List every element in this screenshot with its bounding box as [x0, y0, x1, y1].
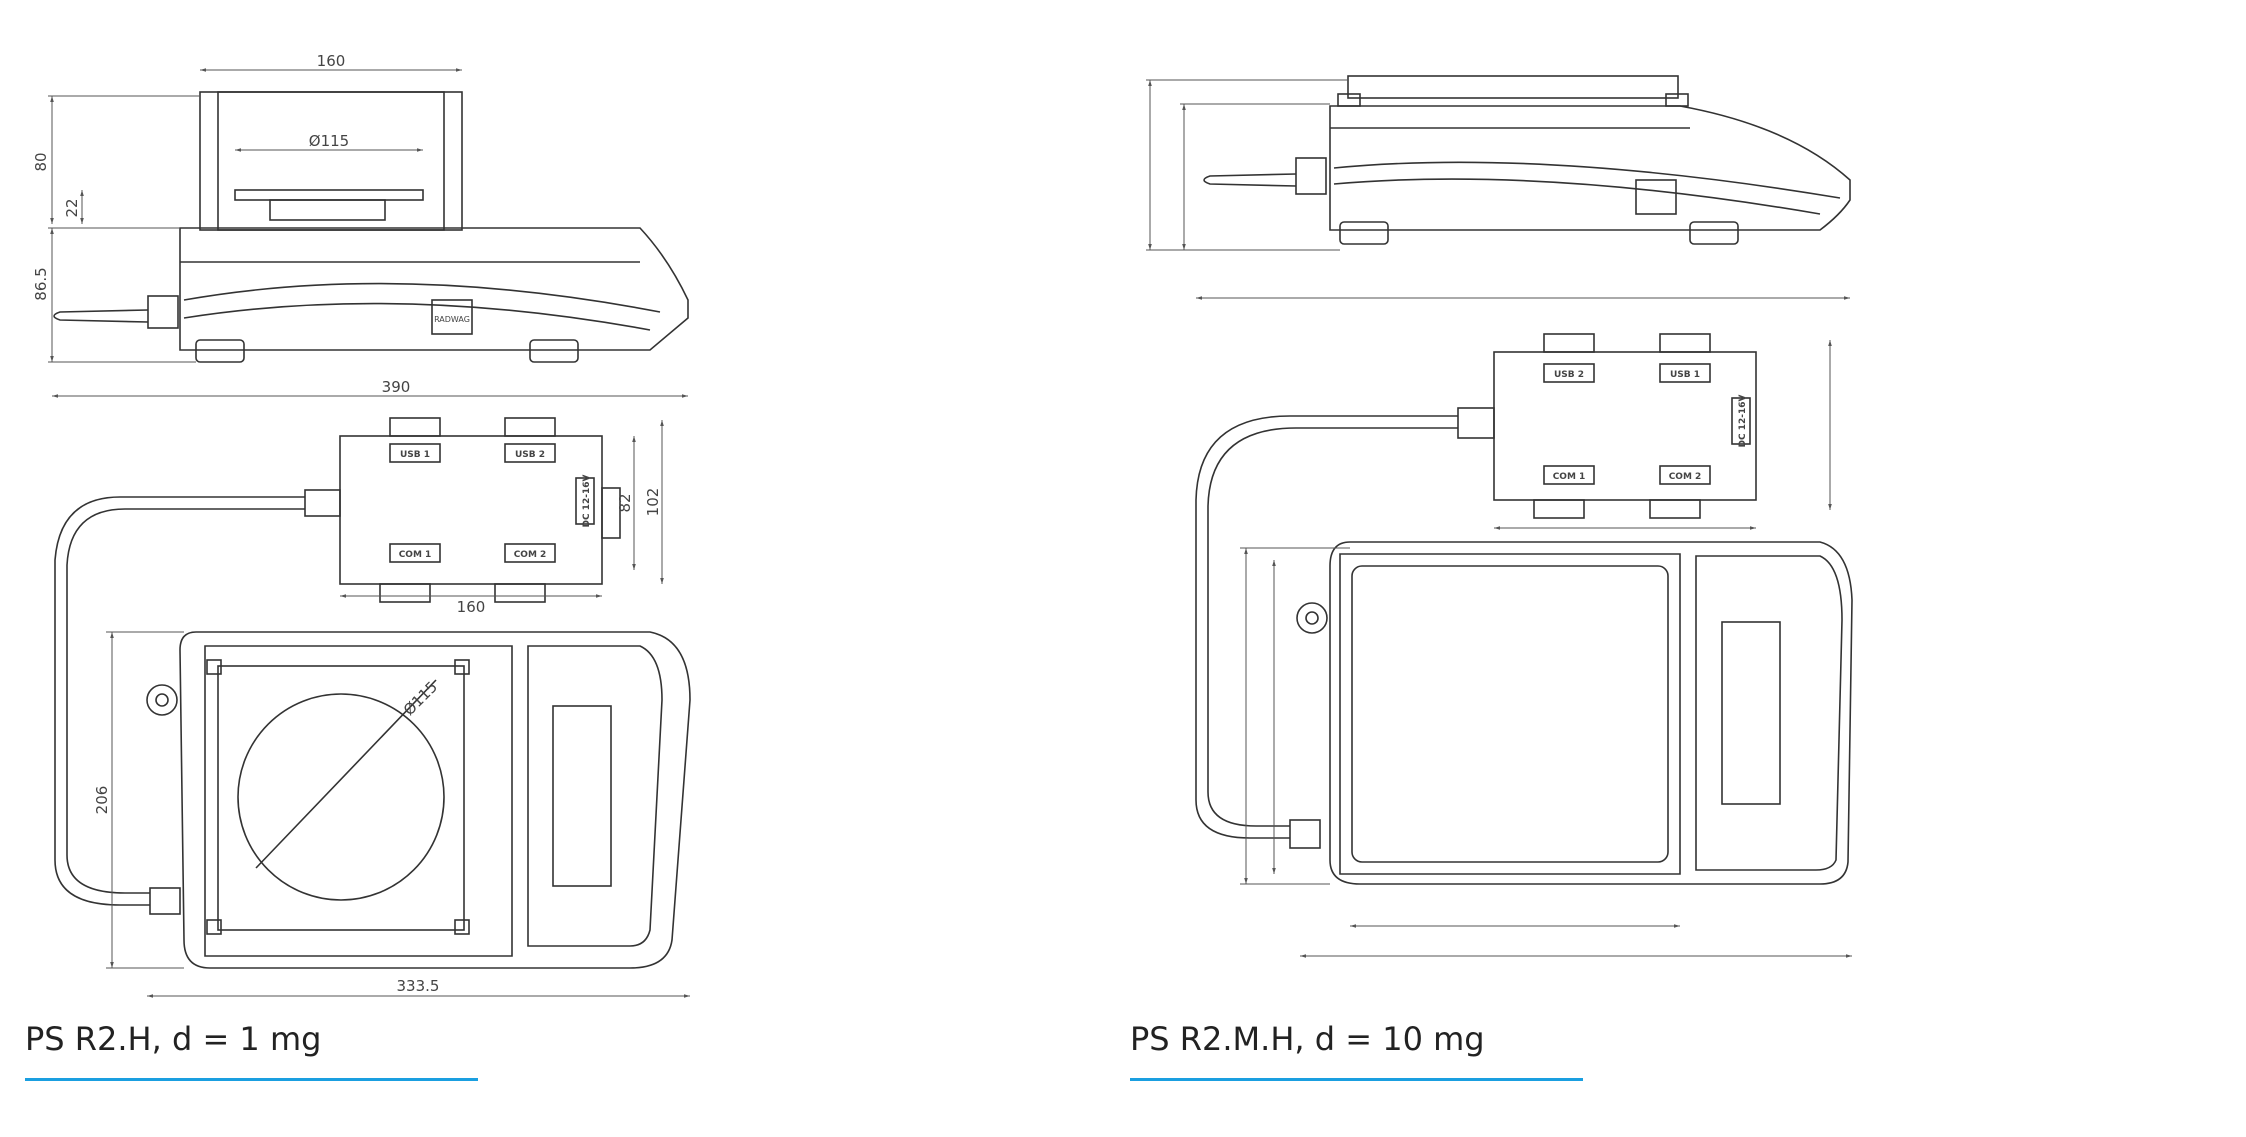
- right-plan-dimensions: [1240, 547, 1852, 958]
- port-usb2: USB 2: [515, 450, 545, 460]
- caption-left: PS R2.H, d = 1 mg: [25, 1020, 322, 1058]
- right-plan-view: [1289, 541, 1853, 885]
- dim-plan-width: 333.5: [397, 977, 440, 995]
- port-com1-right: COM 1: [1553, 472, 1586, 482]
- dim-pan-diameter: Ø115: [309, 132, 349, 150]
- port-usb2-right: USB 2: [1554, 370, 1584, 380]
- caption-left-underline: [25, 1078, 478, 1081]
- left-side-labels: 160 Ø115 80 22 86.5 390 RADWAG: [32, 52, 470, 396]
- port-dc-right: DC 12-16V: [1738, 394, 1748, 447]
- right-interface-box: [1195, 333, 1757, 839]
- dim-height-86-5: 86.5: [32, 267, 50, 300]
- caption-right: PS R2.M.H, d = 10 mg: [1130, 1020, 1485, 1058]
- dim-box-102: 102: [644, 488, 662, 517]
- dim-box-82: 82: [616, 493, 634, 512]
- port-com2: COM 2: [514, 550, 547, 560]
- dim-height-22: 22: [63, 198, 81, 217]
- right-interface-dimensions: [1494, 340, 1832, 530]
- left-side-view: [53, 91, 689, 363]
- port-dc: DC 12-16V: [582, 474, 592, 527]
- left-plan-dimensions: [106, 631, 690, 998]
- left-interface-dim-labels: 102 82 160: [457, 488, 662, 616]
- right-interface-labels: USB 2 USB 1 COM 1 COM 2 DC 12-16V: [1553, 370, 1748, 482]
- dim-depth-390: 390: [382, 378, 411, 396]
- dim-plan-diameter: Ø115: [400, 678, 441, 719]
- dim-top-width: 160: [317, 52, 346, 70]
- port-com2-right: COM 2: [1669, 472, 1702, 482]
- right-side-dimensions: [1146, 79, 1850, 300]
- right-side-view: [1203, 75, 1851, 245]
- left-interface-labels: USB 1 USB 2 COM 1 COM 2 DC 12-16V: [399, 450, 592, 560]
- port-usb1-right: USB 1: [1670, 370, 1700, 380]
- dim-box-160: 160: [457, 598, 486, 616]
- caption-right-underline: [1130, 1078, 1583, 1081]
- left-side-dimensions: [48, 68, 688, 398]
- port-usb1: USB 1: [400, 450, 430, 460]
- left-interface-dimensions: [340, 420, 664, 598]
- left-plan-view: [146, 631, 691, 969]
- port-com1: COM 1: [399, 550, 432, 560]
- logo-text: RADWAG: [434, 315, 470, 324]
- dim-plan-206: 206: [93, 786, 111, 815]
- dim-height-80: 80: [32, 152, 50, 171]
- left-interface-box: [54, 417, 621, 906]
